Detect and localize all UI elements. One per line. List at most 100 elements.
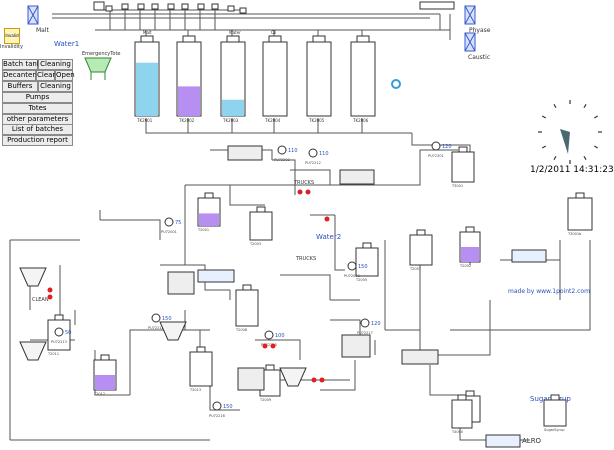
- list-of-batches-button[interactable]: List of batches: [2, 124, 73, 135]
- vessel-t2013[interactable]: T2013: [189, 346, 213, 392]
- sugar-syrup-label: SugarSyrup: [530, 395, 571, 403]
- alro-label: ALRO: [522, 437, 542, 445]
- pump-value: 110: [288, 148, 298, 154]
- pump-value: 150: [358, 264, 368, 270]
- top-tank-level: [136, 62, 158, 116]
- emergency-tote-icon: [84, 57, 112, 80]
- valve-bank-top-icon: [93, 1, 455, 14]
- top-tank-top-label: Malt: [143, 30, 152, 35]
- vessel-t3001b[interactable]: T3001b: [567, 192, 593, 236]
- top-tank-label: TK2002: [178, 118, 195, 123]
- vessel-level: [95, 375, 115, 390]
- batch-tanks-button[interactable]: Batch tanks: [2, 59, 45, 70]
- top-tank-label: TK2003: [222, 118, 239, 123]
- vessel-t2011[interactable]: T2011: [47, 314, 71, 356]
- pump-tag: PU72202: [274, 158, 290, 162]
- phyase-label: Phyase: [469, 27, 491, 34]
- production-report-button[interactable]: Production report: [2, 135, 73, 146]
- caustic-doser-icon: [464, 32, 476, 52]
- pump-tag: PU72217: [357, 331, 373, 335]
- caustic-label: Caustic: [468, 54, 491, 61]
- pump-value: 75: [175, 220, 181, 226]
- top-tank-5[interactable]: TK2005: [306, 35, 332, 123]
- vessel-t2001[interactable]: T2001: [197, 192, 221, 232]
- top-tank-6[interactable]: TK2006: [350, 35, 376, 123]
- pump-value: 150: [223, 404, 233, 410]
- vessel-t2010[interactable]: T2010: [459, 390, 481, 428]
- vessel-tag: T2007: [409, 267, 421, 271]
- decanter-clean-button[interactable]: Clean: [36, 70, 57, 81]
- vessel-tag: T2002: [459, 264, 471, 268]
- vessel-tag: T3001b: [567, 232, 582, 236]
- pump-tag: PU72212: [305, 161, 321, 165]
- pump-value: 110: [319, 151, 329, 157]
- vessel-level: [199, 213, 219, 226]
- vessel-t2005[interactable]: T2005: [355, 242, 379, 282]
- top-tank-level: [178, 86, 200, 116]
- vessel-tag: SugarSyrup: [544, 428, 565, 432]
- vessel-tag: T2011: [47, 352, 59, 356]
- water2-label: Water2: [316, 233, 342, 241]
- invalid-indicator[interactable]: Invalid: [4, 28, 20, 44]
- top-tank-level: [222, 99, 244, 116]
- decanter-open-button[interactable]: Open: [55, 70, 75, 81]
- malt-doser-icon: [27, 5, 39, 25]
- vessel-tag: T2009: [259, 398, 271, 402]
- top-tank-3[interactable]: TK2003 Water: [220, 30, 246, 123]
- pump-tag: PU72216: [209, 414, 225, 418]
- vessel-t2007[interactable]: T2007: [409, 229, 433, 271]
- decanters-button[interactable]: Decanters: [2, 70, 39, 81]
- trucks-label-1: TRUCKS: [294, 180, 315, 186]
- top-tank-label: TK2006: [352, 118, 369, 123]
- totes-button[interactable]: Totes: [2, 103, 73, 114]
- pump-value: 100: [275, 333, 285, 339]
- vessel-tag: T4000: [451, 430, 463, 434]
- pump-value: 120: [442, 144, 452, 150]
- vessel-t4000[interactable]: T4000: [451, 394, 473, 434]
- water1-label: Water1: [54, 40, 80, 48]
- vessel-t2012[interactable]: T2012: [93, 354, 117, 396]
- invalid-label: Invalidity: [0, 44, 23, 50]
- vessel-t3001[interactable]: T3001: [451, 146, 475, 188]
- pump-value: 120: [371, 321, 381, 327]
- decanter-group: [167, 145, 547, 448]
- pump-tag: PU72002: [344, 274, 360, 278]
- vessel-level: [461, 247, 479, 262]
- pump-tag: PU72301: [428, 154, 444, 158]
- status-spinner-icon: [391, 79, 401, 89]
- vessel-t2008[interactable]: T2008: [235, 284, 259, 332]
- analog-clock-icon: [538, 100, 602, 164]
- vessel-tag: T2008: [235, 328, 247, 332]
- top-tank-2[interactable]: TK2002: [176, 35, 202, 123]
- buffers-button[interactable]: Buffers: [2, 81, 38, 92]
- vessel-tag: T2003: [249, 242, 261, 246]
- top-tank-label: TK2001: [136, 118, 153, 123]
- pipe-network: [9, 6, 591, 441]
- red-valve-group: [47, 189, 330, 383]
- vessel-t2002[interactable]: T2002: [459, 226, 481, 268]
- pumps-button[interactable]: Pumps: [2, 92, 73, 103]
- vessel-t2003[interactable]: T2003: [249, 206, 273, 246]
- trucks-label-2: TRUCKS: [296, 256, 317, 262]
- vessel-t2009[interactable]: T2009: [259, 364, 281, 402]
- pump-value: 150: [162, 316, 172, 322]
- pump-tag: PU72218: [148, 326, 164, 330]
- cyclone-group: [19, 267, 307, 387]
- buffers-cleaning-button[interactable]: Cleaning: [38, 81, 73, 92]
- top-tank-1[interactable]: TK2001 Malt: [134, 30, 160, 123]
- top-tank-top-label: Water: [229, 30, 241, 35]
- batch-cleaning-button[interactable]: Cleaning: [38, 59, 73, 70]
